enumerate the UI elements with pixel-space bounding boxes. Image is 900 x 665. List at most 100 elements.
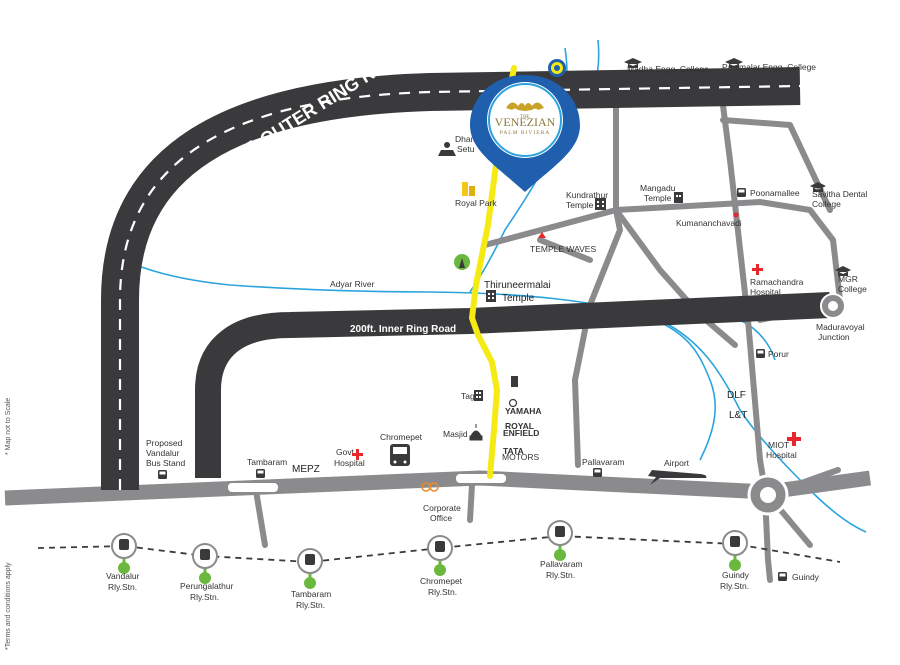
mangadu-label-1: Mangadu bbox=[640, 183, 676, 193]
mgr-label-2: College bbox=[838, 284, 867, 294]
miot-label-1: MIOT bbox=[768, 440, 789, 450]
dhamma-setu: Dhamma Setu bbox=[438, 134, 490, 156]
temple-waves: TEMPLE WAVES bbox=[530, 232, 596, 254]
building-icon bbox=[462, 182, 468, 196]
vandalur-bus-label-1: Proposed bbox=[146, 438, 183, 448]
station-vandalur bbox=[111, 533, 137, 574]
road-tambaram-south bbox=[252, 482, 268, 548]
palm-tree-icon bbox=[459, 258, 465, 268]
station-perungalathur-l1: Perungalathur bbox=[180, 581, 234, 591]
station-chromepet-l2: Rly.Stn. bbox=[428, 587, 457, 597]
pallavaram-label: Pallavaram bbox=[582, 457, 625, 467]
vandalur-bus-label-2: Vandalur bbox=[146, 448, 180, 458]
station-pallavaram-l2: Rly.Stn. bbox=[546, 570, 575, 580]
station-perungalathur bbox=[192, 543, 218, 584]
temple-icon bbox=[674, 192, 683, 203]
airplane-icon bbox=[648, 470, 707, 485]
bus-icon bbox=[593, 468, 602, 477]
project-pin: THE VENEZIAN PALM RIVIERA bbox=[470, 75, 580, 192]
scale-note: * Map not to Scale bbox=[5, 398, 12, 455]
station-guindy-l2: Rly.Stn. bbox=[720, 581, 749, 591]
road-kundrathur-diag bbox=[613, 207, 738, 348]
corporate-label-2: Office bbox=[430, 513, 452, 523]
road-guindy-south bbox=[762, 492, 773, 583]
mgr-label-1: MGR bbox=[838, 274, 858, 284]
road-mangadu bbox=[482, 199, 843, 303]
tata-label-2: MOTORS bbox=[502, 452, 539, 462]
meditation-icon bbox=[438, 142, 456, 156]
royal-enfield-label-1: ROYAL bbox=[505, 421, 534, 431]
fuel-icon bbox=[511, 376, 518, 387]
station-tambaram-l2: Rly.Stn. bbox=[296, 600, 325, 610]
porur-label: Porur bbox=[768, 349, 789, 359]
bus-icon bbox=[256, 469, 265, 478]
poonamallee-label: Poonamallee bbox=[750, 188, 800, 198]
savitha-label-2: College bbox=[812, 199, 841, 209]
palm-resort bbox=[454, 254, 470, 270]
mangadu-label-2: Temple bbox=[644, 193, 672, 203]
station-perungalathur-l2: Rly.Stn. bbox=[190, 592, 219, 602]
mepz-flyover-2 bbox=[456, 474, 506, 483]
ramachandra-label-1: Ramachandra bbox=[750, 277, 804, 287]
station-vandalur-l1: Vandalur bbox=[106, 571, 140, 581]
project-route bbox=[469, 65, 517, 479]
vandalur-bus-label-3: Bus Stand bbox=[146, 458, 185, 468]
pin-brand-line2: PALM RIVIERA bbox=[500, 130, 550, 136]
graduation-cap-icon bbox=[835, 266, 851, 276]
maduravoyal-label-1: Maduravoyal bbox=[816, 322, 865, 332]
station-tambaram bbox=[297, 548, 323, 589]
inner-ring-road bbox=[195, 292, 831, 478]
adyar-label: Adyar River bbox=[330, 279, 375, 289]
kumananchavadi-label: Kumananchavadi bbox=[676, 218, 742, 228]
airport-label: Airport bbox=[664, 458, 690, 468]
bus-icon bbox=[158, 470, 167, 479]
station-pallavaram-l1: Pallavaram bbox=[540, 559, 583, 569]
chromepet-label: Chromepet bbox=[380, 432, 423, 442]
thiruneermalai-label-2: Temple bbox=[502, 293, 535, 304]
masjid-icon bbox=[469, 424, 483, 441]
bus-icon bbox=[778, 572, 787, 581]
royal-park-label: Royal Park bbox=[455, 198, 497, 208]
yamaha-label: YAMAHA bbox=[505, 406, 542, 416]
outer-ring-dashes bbox=[118, 84, 801, 490]
river-porur-lake bbox=[739, 319, 776, 361]
savitha-label-1: Savitha Dental bbox=[812, 189, 867, 199]
kundrathur-label-2: Temple bbox=[566, 200, 594, 210]
road-corp-south bbox=[467, 482, 475, 523]
pin-prefix: THE bbox=[520, 115, 530, 120]
pin-brand-line1: VENEZIAN bbox=[495, 115, 556, 129]
lion-crest-icon bbox=[506, 102, 544, 111]
masjid-label: Masjid bbox=[443, 429, 468, 439]
temple-icon bbox=[486, 290, 496, 302]
kundrathur-label-1: Kundrathur bbox=[566, 190, 608, 200]
station-vandalur-l2: Rly.Stn. bbox=[108, 582, 137, 592]
maduravoyal-label-2: Junction bbox=[818, 332, 850, 342]
lt-label: L&T bbox=[729, 410, 747, 421]
dhamma-label-2: Setu bbox=[457, 144, 475, 154]
madha-college: Madha Engg. College bbox=[624, 58, 709, 74]
hospital-cross-icon bbox=[787, 432, 801, 446]
corporate-logo-icon bbox=[421, 482, 439, 492]
graduation-cap-icon bbox=[810, 182, 826, 192]
bus-icon bbox=[756, 349, 765, 358]
terms-note: *Terms and conditions apply bbox=[5, 562, 12, 650]
royal-enfield-label-2: ENFIELD bbox=[503, 428, 539, 438]
road-temple-east bbox=[537, 237, 593, 263]
station-tambaram-l1: Tambaram bbox=[291, 589, 331, 599]
yamaha-logo-icon bbox=[508, 398, 518, 408]
road-north-east bbox=[720, 117, 833, 213]
hospital-cross-icon bbox=[352, 449, 363, 460]
hospital-cross-icon bbox=[752, 264, 763, 275]
guindy-label: Guindy bbox=[792, 572, 820, 582]
govt-hospital-label-2: Hospital bbox=[334, 458, 365, 468]
railway-line bbox=[37, 535, 841, 563]
dlf-label: DLF bbox=[727, 390, 746, 401]
madha-label: Madha Engg. College bbox=[627, 64, 709, 74]
river-east bbox=[654, 319, 716, 461]
graduation-cap-icon bbox=[725, 58, 743, 68]
waves-logo-icon bbox=[538, 232, 546, 238]
mgr-college: MGR College bbox=[835, 266, 867, 294]
dhamma-label-1: Dhamma bbox=[455, 134, 490, 144]
graduation-cap-icon bbox=[624, 58, 642, 68]
